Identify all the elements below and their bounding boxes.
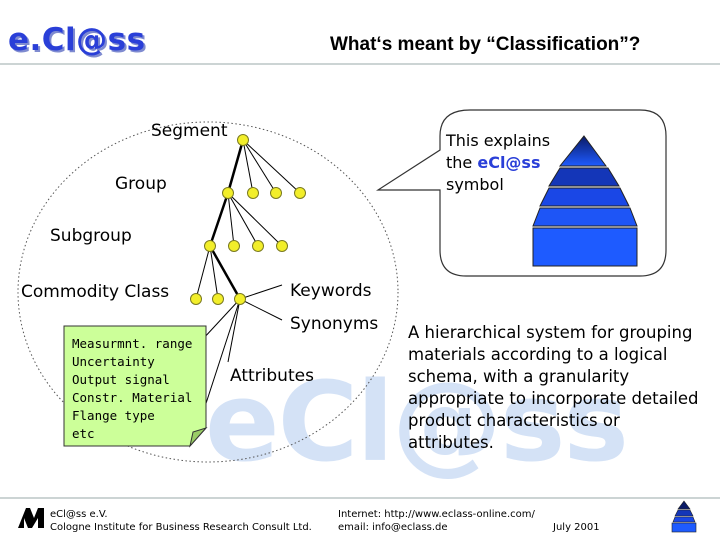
- attribute-item: Uncertainty: [72, 354, 155, 369]
- subgroup-label: Subgroup: [50, 226, 132, 246]
- segment-label: Segment: [151, 121, 228, 141]
- footer-org-name: eCl@ss e.V.: [50, 509, 108, 520]
- callout-prefix: the: [446, 153, 478, 172]
- classification-description: A hierarchical system for grouping mater…: [408, 323, 699, 452]
- footer-contact: Internet: http://www.eclass-online.com/ …: [338, 508, 535, 534]
- commodity-class-node: [212, 293, 224, 305]
- slide-title: What‘s meant by “Classification”?: [330, 34, 641, 55]
- group-node: [222, 187, 234, 199]
- attribute-item: Flange type: [72, 408, 155, 423]
- segment-node: [237, 134, 249, 146]
- synonyms-label: Synonyms: [290, 314, 379, 334]
- footer-org: eCl@ss e.V. Cologne Institute for Busine…: [50, 508, 312, 534]
- eclass-watermark: eCl@ss: [205, 358, 629, 486]
- eclass-logo: e.Cl@ss: [8, 22, 146, 58]
- footer-pyramid-icon: [671, 500, 697, 533]
- callout-text: This explains the eCl@ss symbol: [446, 130, 550, 196]
- subgroup-node: [204, 240, 216, 252]
- commodity-class-node: [234, 293, 246, 305]
- tree-edges: [195, 139, 301, 429]
- commodity-class-node: [190, 293, 202, 305]
- attribute-note-card: [63, 325, 208, 448]
- subgroup-node: [252, 240, 264, 252]
- eclass-footer-logo-icon: [18, 508, 44, 528]
- group-label: Group: [115, 174, 167, 194]
- eclass-pyramid-icon: [532, 135, 638, 267]
- callout-brand: eCl@ss: [477, 153, 541, 172]
- commodity-class-label: Commodity Class: [21, 282, 170, 302]
- tree-nodes: [190, 134, 306, 305]
- footer-org-sub: Cologne Institute for Business Research …: [50, 522, 312, 533]
- attribute-item: Output signal: [72, 372, 170, 387]
- attribute-list: Measurmnt. range Uncertainty Output sign…: [72, 335, 192, 443]
- subgroup-node: [276, 240, 288, 252]
- group-node: [270, 187, 282, 199]
- footer-date: July 2001: [553, 522, 600, 533]
- callout-line: This explains: [446, 131, 551, 150]
- scope-circle: [17, 121, 399, 463]
- attribute-item: Measurmnt. range: [72, 336, 193, 351]
- callout-line: the eCl@ss: [446, 152, 550, 174]
- group-node: [247, 187, 259, 199]
- footer-email[interactable]: email: info@eclass.de: [338, 522, 448, 533]
- subgroup-node: [228, 240, 240, 252]
- callout-line: symbol: [446, 175, 504, 194]
- keywords-label: Keywords: [290, 281, 372, 301]
- attributes-label: Attributes: [230, 366, 314, 386]
- attribute-item: etc: [72, 426, 95, 441]
- attribute-item: Constr. Material: [72, 390, 193, 405]
- group-node: [294, 187, 306, 199]
- footer-internet[interactable]: Internet: http://www.eclass-online.com/: [338, 509, 535, 520]
